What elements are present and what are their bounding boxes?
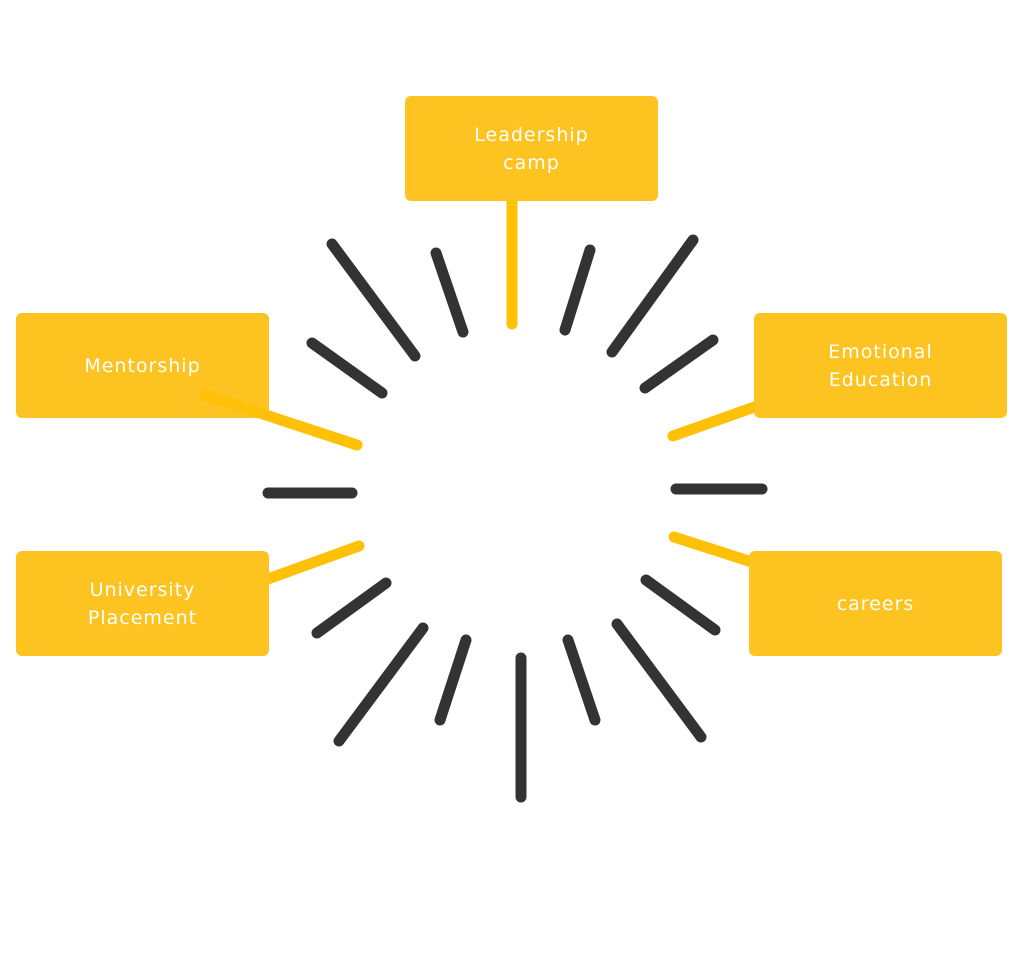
connector-emotional	[667, 399, 766, 442]
node-label: University Placement	[87, 578, 198, 629]
ray	[306, 337, 388, 399]
node-label: Mentorship	[84, 354, 201, 377]
ray	[333, 622, 429, 747]
connector-university	[259, 540, 365, 586]
ray	[611, 618, 707, 743]
ray	[606, 234, 699, 358]
ray	[639, 334, 719, 394]
node-emotional-education: Emotional Education	[754, 313, 1007, 418]
node-leadership-camp: Leadership camp	[405, 96, 658, 201]
node-mentorship: Mentorship	[16, 313, 269, 418]
node-careers: careers	[749, 551, 1002, 656]
connector-careers	[668, 531, 761, 569]
ray	[434, 634, 472, 726]
ray	[562, 634, 601, 726]
ray	[311, 577, 392, 639]
node-label: Emotional Education	[828, 340, 933, 391]
ray	[559, 244, 596, 336]
node-label: Leadership camp	[474, 123, 589, 174]
ray	[640, 574, 721, 636]
ray	[326, 238, 421, 362]
node-label: careers	[836, 592, 915, 615]
node-university-placement: University Placement	[16, 551, 269, 656]
ray	[430, 247, 469, 338]
